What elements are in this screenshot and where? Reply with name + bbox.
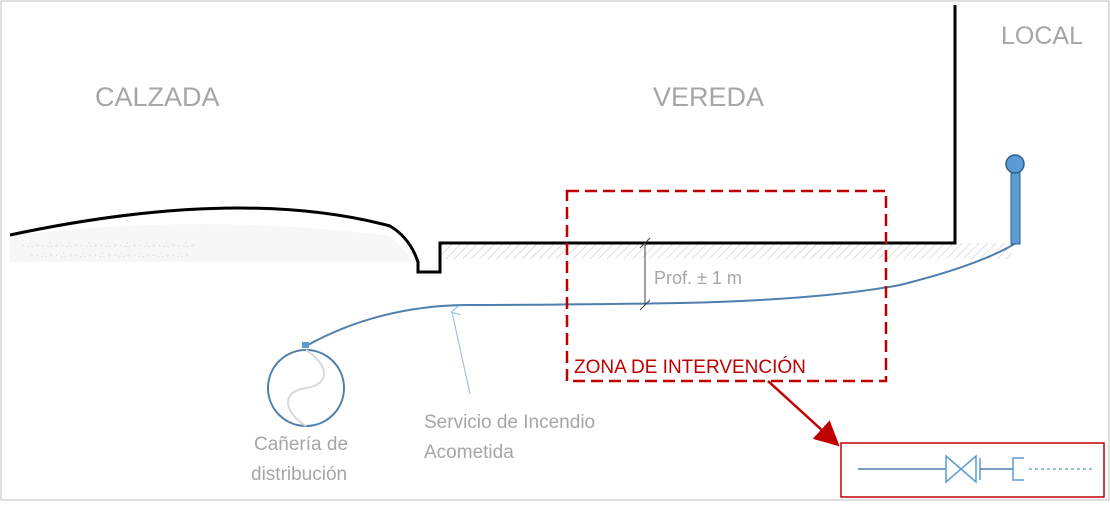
service-label-line1: Servicio de Incendio: [424, 412, 595, 433]
svg-text:◦ · ∴ ◦ · ∴ ◦ · ∴ ◦ · ∴ ◦ · ∴: ◦ · ∴ ◦ · ∴ ◦ · ∴ ◦ · ∴ ◦ · ∴ ◦ · ∴ ◦ · …: [30, 250, 189, 260]
road-soil-texture: · ∴ ◦ · ∴ ◦ · ∴ ◦ · ∴ ◦ · ∴ ◦ · ∴ ◦ · ∴ …: [10, 224, 415, 262]
svg-text:· ∴ ◦ · ∴ ◦ · ∴ ◦ · ∴ ◦ · ∴ ◦: · ∴ ◦ · ∴ ◦ · ∴ ◦ · ∴ ◦ · ∴ ◦ · ∴ ◦ · ∴ …: [22, 240, 194, 250]
pipe-cross-section-icon: [267, 342, 345, 427]
label-vereda: VEREDA: [653, 82, 764, 112]
intervention-zone-label: ZONA DE INTERVENCIÓN: [574, 356, 806, 378]
cap-icon: [1012, 457, 1024, 481]
detail-arrow: [767, 380, 840, 447]
detail-box: [840, 442, 1105, 498]
main-label-line1: Cañería de: [254, 434, 348, 455]
service-pipe: [305, 242, 1017, 347]
depth-dimension: [639, 237, 651, 311]
main-label-line2: distribución: [251, 464, 347, 485]
label-calzada: CALZADA: [95, 82, 220, 112]
service-pointer: [452, 312, 471, 395]
standpipe-connection-icon: [1005, 154, 1025, 245]
service-label-line2: Acometida: [424, 442, 514, 463]
ground-profile: [9, 5, 957, 274]
intervention-zone: [565, 189, 888, 383]
sidewalk-hatching: [442, 243, 1012, 259]
label-local: LOCAL: [1001, 22, 1083, 50]
depth-label: Prof. ± 1 m: [654, 268, 742, 288]
